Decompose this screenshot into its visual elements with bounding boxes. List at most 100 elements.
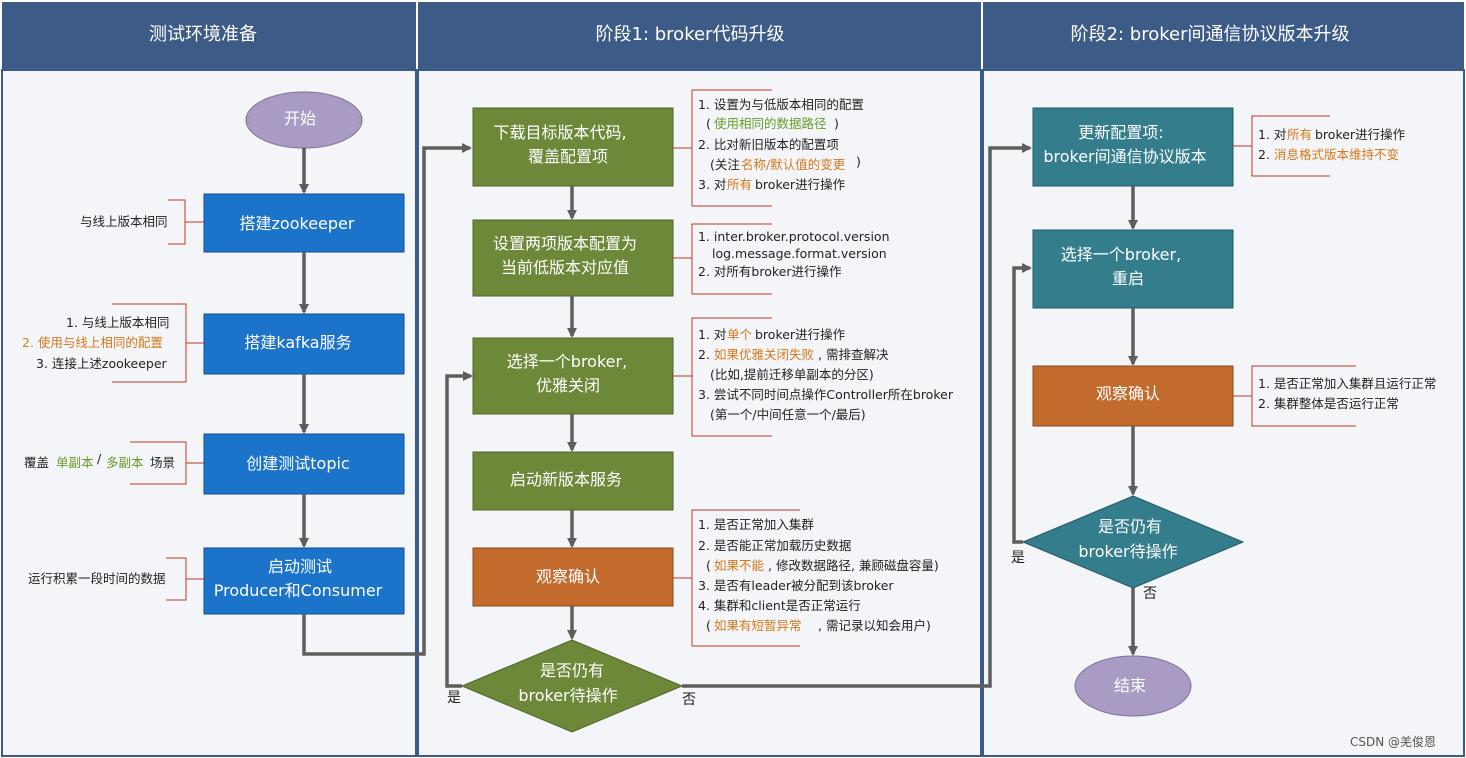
note-c2-3-line2a: 2. <box>698 347 710 362</box>
note-topic-c: / <box>97 451 102 466</box>
note-c2-4-line3c: , 修改数据路径, 兼顾磁盘容量) <box>768 558 939 573</box>
note-topic-d: 多副本 <box>106 455 144 470</box>
step-restart-line1: 选择一个broker, <box>1061 245 1181 264</box>
step-producer-consumer-line2: Producer和Consumer <box>214 581 383 600</box>
step-zookeeper-label: 搭建zookeeper <box>240 214 355 233</box>
step-producer-consumer-line1: 启动测试 <box>268 557 332 576</box>
note-c3-1-line1b: 所有 <box>1287 127 1312 142</box>
note-c3-2-line2: 2. 集群整体是否运行正常 <box>1258 396 1399 411</box>
end-label: 结束 <box>1114 676 1146 695</box>
note-kafka-2: 2. 使用与线上相同的配置 <box>22 335 163 350</box>
note-c2-4-line6a: ( <box>706 618 711 633</box>
note-c2-4-line6b: 如果有短暂异常 <box>714 618 802 633</box>
step-update-protocol <box>1032 107 1234 187</box>
note-c2-4-line2: 2. 是否能正常加载历史数据 <box>698 538 851 553</box>
column-1-header <box>2 2 416 70</box>
decision-1-line1: 是否仍有 <box>540 661 604 680</box>
note-c3-2-line1: 1. 是否正常加入集群且运行正常 <box>1258 376 1436 391</box>
step-download-line2: 覆盖配置项 <box>528 147 608 166</box>
note-c2-1-line4b: 名称/默认值的变更 <box>741 157 846 172</box>
note-c2-4-line6c: , 需记录以知会用户) <box>818 618 931 633</box>
step-start-new-label: 启动新版本服务 <box>510 470 622 489</box>
note-c2-1-line5c: broker进行操作 <box>755 177 846 192</box>
note-topic-b: 单副本 <box>56 455 94 470</box>
arrow-decision2-yes-loop <box>1012 263 1032 544</box>
note-c2-3-line4: 3. 尝试不同时间点操作Controller所在broker <box>698 387 954 402</box>
step-observe-confirm <box>472 547 674 607</box>
step-observe-2-label: 观察确认 <box>1096 384 1160 403</box>
arrow-decision1-yes-loop <box>445 371 473 688</box>
note-c3-1-line1c: broker进行操作 <box>1315 127 1406 142</box>
decision-diamond-1 <box>460 639 684 733</box>
column-3-title: 阶段2: broker间通信协议版本升级 <box>1071 24 1350 45</box>
note-c2-1-line2b: 使用相同的数据路径 <box>714 116 827 131</box>
note-c2-4-line4: 3. 是否有leader被分配到该broker <box>698 578 894 593</box>
step-set-version-line1: 设置两项版本配置为 <box>493 234 637 253</box>
note-c2-1-line4a: (关注 <box>710 157 740 172</box>
step-zookeeper <box>203 193 405 253</box>
note-kafka-3: 3. 连接上述zookeeper <box>36 356 168 371</box>
note-c2-2-line2: log.message.format.version <box>712 246 887 261</box>
step-graceful-line2: 优雅关闭 <box>536 376 600 395</box>
step-restart-broker <box>1032 229 1234 309</box>
note-producer: 运行积累一段时间的数据 <box>28 571 166 586</box>
step-graceful-line1: 选择一个broker, <box>507 352 627 371</box>
step-kafka-label: 搭建kafka服务 <box>244 333 351 352</box>
column-1-panel <box>1 69 417 757</box>
note-c2-3-line1a: 1. 对 <box>698 327 726 342</box>
decision-1-yes: 是 <box>447 690 461 706</box>
column-1-title: 测试环境准备 <box>149 24 257 45</box>
step-download-code <box>472 107 674 187</box>
note-c2-3-line5: (第一个/中间任意一个/最后) <box>710 407 866 422</box>
note-c2-3-line1b: 单个 <box>727 327 753 342</box>
note-c2-1-line2a: ( <box>706 116 711 131</box>
note-kafka-1: 1. 与线上版本相同 <box>66 315 169 330</box>
step-graceful-shutdown <box>472 337 674 415</box>
end-oval <box>1074 655 1192 717</box>
note-c2-4-line3a: ( <box>706 558 711 573</box>
note-zk-version: 与线上版本相同 <box>80 214 168 229</box>
note-c2-3-line2b: 如果优雅关闭失败 <box>714 347 815 362</box>
step-download-line1: 下载目标版本代码, <box>493 123 626 142</box>
decision-2-line1: 是否仍有 <box>1098 517 1162 536</box>
note-c2-3-line3: (比如,提前迁移单副本的分区) <box>710 367 874 382</box>
note-c2-1-line2c: ) <box>834 116 839 131</box>
note-bracket-c2-3 <box>691 317 772 437</box>
note-bracket-c2-2 <box>691 223 772 295</box>
step-set-version-line2: 当前低版本对应值 <box>501 258 629 277</box>
note-c2-1-line1: 1. 设置为与低版本相同的配置 <box>698 97 864 112</box>
note-c2-4-line1: 1. 是否正常加入集群 <box>698 517 814 532</box>
note-topic-a: 覆盖 <box>24 455 49 470</box>
step-observe-label: 观察确认 <box>536 567 600 586</box>
note-c2-3-line1c: broker进行操作 <box>755 327 846 342</box>
note-topic-e: 场景 <box>150 455 175 470</box>
note-c2-1-line5a: 3. 对 <box>698 177 726 192</box>
note-c2-1-line4c: ) <box>856 154 861 169</box>
watermark-text: CSDN @羌俊恩 <box>1350 734 1436 749</box>
note-c2-1-line5b: 所有 <box>727 177 752 192</box>
step-set-version-config <box>472 219 674 297</box>
decision-2-no: 否 <box>1143 586 1157 602</box>
step-update-line1: 更新配置项: <box>1078 123 1163 142</box>
column-3-header <box>983 2 1464 70</box>
note-c2-2-line3: 2. 对所有broker进行操作 <box>698 264 842 279</box>
note-c3-1-line1a: 1. 对 <box>1258 127 1286 142</box>
arrow-col1-to-col2 <box>302 143 472 656</box>
column-2-title: 阶段1: broker代码升级 <box>596 24 785 45</box>
arrow-col2-to-col3 <box>682 143 1032 688</box>
step-producer-consumer <box>203 547 405 615</box>
decision-2-line2: broker待操作 <box>1078 542 1177 561</box>
note-c2-1-line3: 2. 比对新旧版本的配置项 <box>698 137 839 152</box>
start-label: 开始 <box>284 109 316 128</box>
note-c2-3-line2c: , 需排查解决 <box>818 347 889 362</box>
step-topic-label: 创建测试topic <box>246 454 349 473</box>
step-restart-line2: 重启 <box>1112 269 1144 288</box>
decision-2-yes: 是 <box>1011 550 1025 566</box>
step-start-new-version <box>472 451 674 511</box>
note-c2-2-line1: 1. inter.broker.protocol.version <box>698 229 890 244</box>
note-c2-4-line5: 4. 集群和client是否正常运行 <box>698 598 861 613</box>
decision-1-no: 否 <box>682 692 696 708</box>
step-observe-confirm-2 <box>1032 365 1234 427</box>
